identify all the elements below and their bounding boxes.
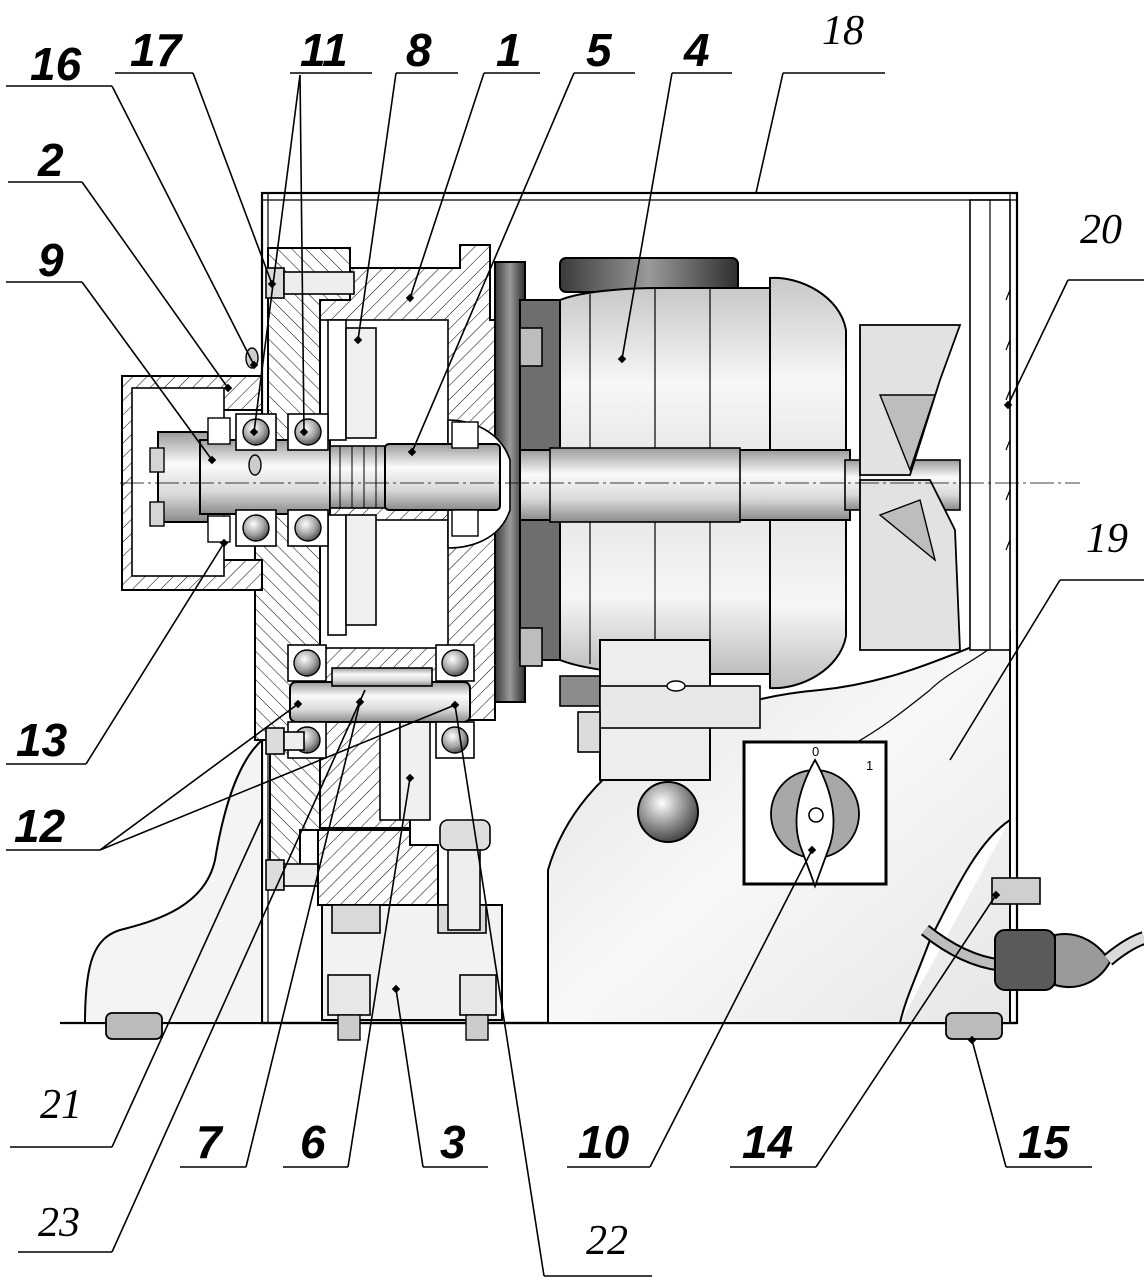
cooling-fan — [859, 324, 962, 651]
label-22: 22 — [586, 1218, 628, 1264]
fan-shroud — [969, 199, 1011, 651]
label-1: 1 — [496, 24, 522, 76]
bearing-motor-side — [451, 421, 479, 537]
label-11: 11 — [300, 24, 348, 76]
label-16: 16 — [30, 38, 82, 90]
label-7: 7 — [196, 1116, 224, 1168]
switch-off-mark: 0 — [812, 744, 819, 759]
switch-on-mark: 1 — [866, 758, 873, 773]
power-cord — [920, 877, 1144, 991]
leader-lines — [6, 72, 1144, 1277]
mounting-base — [317, 819, 503, 1041]
label-12: 12 — [14, 800, 66, 852]
label-15: 15 — [1018, 1116, 1071, 1168]
label-19: 19 — [1086, 516, 1128, 562]
callout-labels: 16 17 11 8 1 5 4 18 2 9 20 19 13 12 21 2… — [14, 8, 1128, 1264]
label-10: 10 — [578, 1116, 630, 1168]
part-markers — [207, 279, 1013, 1045]
label-6: 6 — [300, 1116, 326, 1168]
bearing-front-bottom — [235, 509, 277, 547]
rubber-feet — [105, 1012, 1003, 1040]
label-21: 21 — [40, 1082, 82, 1128]
output-shaft — [149, 431, 501, 527]
label-9: 9 — [38, 234, 64, 286]
label-18: 18 — [822, 8, 864, 54]
label-14: 14 — [742, 1116, 793, 1168]
gear-wheel-large — [327, 319, 377, 636]
label-17: 17 — [130, 24, 184, 76]
intermediate-shaft — [289, 667, 471, 723]
label-4: 4 — [683, 24, 710, 76]
label-3: 3 — [440, 1116, 466, 1168]
label-5: 5 — [586, 24, 613, 76]
seal-rings — [207, 417, 231, 543]
label-13: 13 — [16, 714, 68, 766]
label-23: 23 — [38, 1200, 80, 1246]
label-2: 2 — [37, 134, 64, 186]
bearing-rear-bottom — [287, 509, 329, 547]
power-switch[interactable]: 0 1 — [742, 740, 888, 889]
left-stand — [83, 737, 263, 1024]
label-8: 8 — [406, 24, 432, 76]
label-20: 20 — [1080, 207, 1122, 253]
indicator-lamp — [637, 781, 699, 843]
